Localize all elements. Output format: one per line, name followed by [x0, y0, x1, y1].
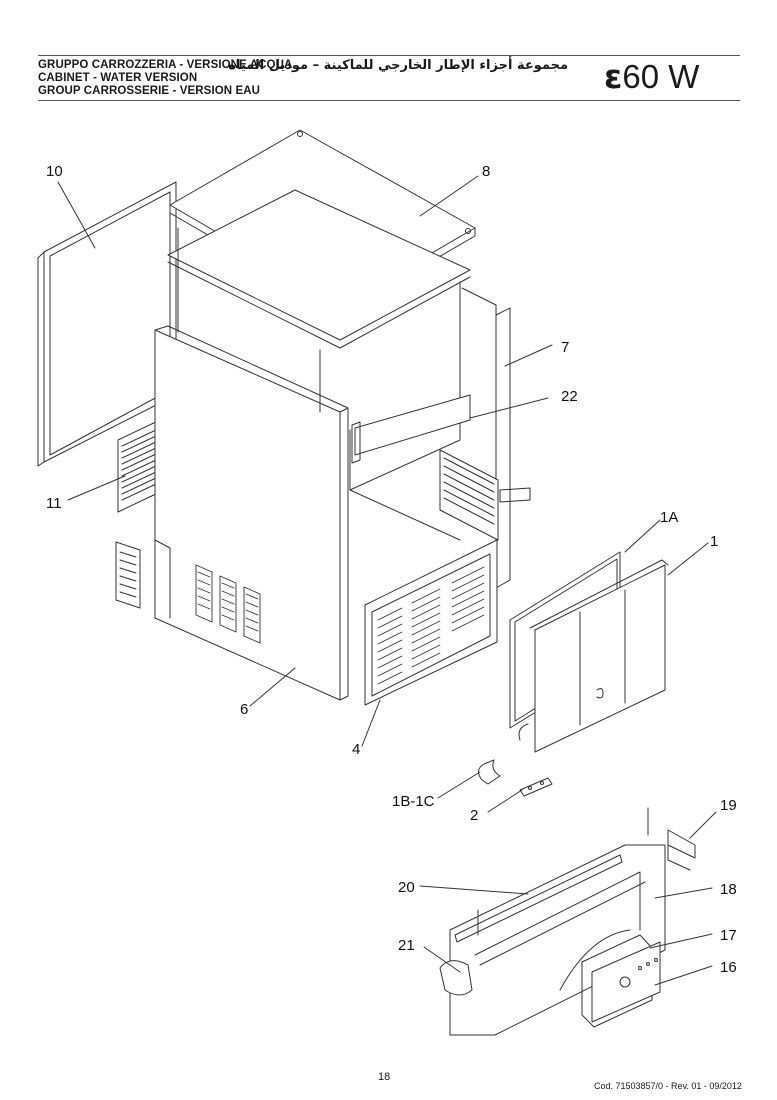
part-11-rear-grille: [117, 419, 161, 513]
page-number: 18: [378, 1071, 391, 1083]
callout-11: 11: [46, 495, 62, 512]
model-number: 60 W: [622, 58, 700, 95]
part-6-side-panel: [154, 325, 349, 701]
brand-logo-icon: ε: [604, 57, 623, 96]
title-arabic: مجموعة أجزاء الإطار الخارجي للماكينة – م…: [228, 58, 568, 73]
part-1-front-door: [518, 559, 669, 753]
callout-6: 6: [240, 701, 248, 718]
callout-17: 17: [720, 927, 737, 944]
callout-22: 22: [561, 388, 578, 405]
callout-2: 2: [470, 807, 478, 824]
part-16-control-panel: [591, 941, 661, 1023]
part-21-end-cap: [439, 960, 473, 996]
title-english: CABINET - WATER VERSION: [38, 72, 198, 84]
document-code: Cod. 71503857/0 - Rev. 01 - 09/2012: [594, 1081, 742, 1091]
callout-19: 19: [720, 797, 737, 814]
callout-1A: 1A: [660, 509, 678, 526]
callout-16: 16: [720, 959, 737, 976]
part-2-hinge: [519, 777, 553, 797]
callout-1: 1: [710, 533, 718, 550]
title-italian: GRUPPO CARROZZERIA - VERSIONE ACQUA: [38, 59, 293, 71]
side-grille-insert: [115, 541, 141, 609]
callout-8: 8: [482, 163, 490, 180]
part-22-bracket: [351, 394, 471, 464]
callout-10: 10: [46, 163, 63, 180]
callout-labels: 10 8 7 22 11 1A 1 6 4 1B-1C 2 19 20 18 1…: [46, 163, 737, 976]
leader-lines: [57, 175, 717, 986]
callout-7: 7: [561, 339, 569, 356]
part-10-rear-panel: [37, 181, 177, 467]
callout-1B-1C: 1B-1C: [392, 793, 435, 810]
callout-21: 21: [398, 937, 415, 954]
title-french: GROUP CARROSSERIE - VERSION EAU: [38, 85, 261, 97]
inner-frame: [167, 189, 471, 541]
model-name: ε60 W: [604, 58, 699, 96]
back-grille: [439, 449, 499, 541]
part-19-end-cap: [667, 829, 696, 871]
part-18-front-frame: [449, 844, 666, 1036]
part-20-gasket-strip: [454, 854, 623, 943]
header-top-rule: [38, 55, 740, 56]
part-1B-1C-clip: [478, 759, 501, 785]
callout-18: 18: [720, 881, 737, 898]
header-titles: GRUPPO CARROZZERIA - VERSIONE ACQUA CABI…: [38, 59, 292, 98]
callout-20: 20: [398, 879, 415, 896]
header-bottom-rule: [38, 100, 740, 101]
part-4-front-grille: [364, 539, 498, 706]
part-17-bezel: [581, 934, 653, 1028]
callout-4: 4: [352, 741, 360, 758]
